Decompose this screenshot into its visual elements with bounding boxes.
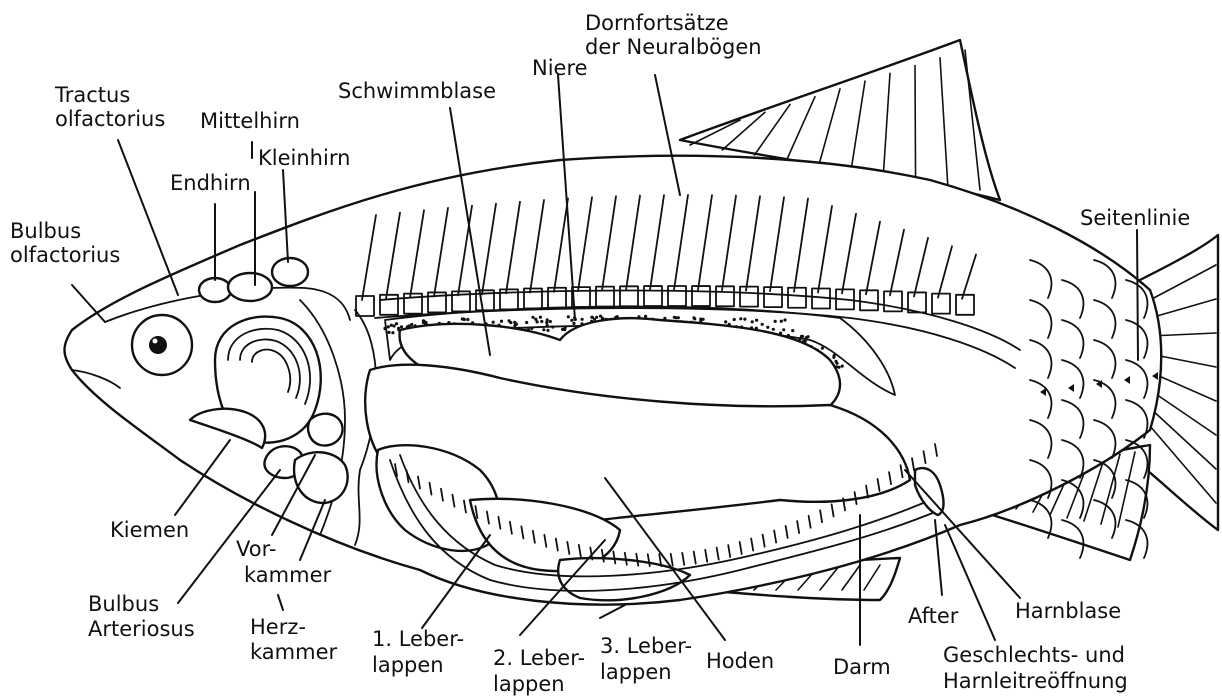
label-leber-2: 2. Leber-lappen <box>493 646 585 696</box>
kidney-dot <box>410 323 413 326</box>
kidney-dot <box>391 331 394 334</box>
kidney-dot <box>422 321 425 324</box>
kidney-dot <box>724 320 727 323</box>
kidney-dot <box>546 318 549 321</box>
label-kiemen: Kiemen <box>110 518 189 542</box>
kidney-dot <box>761 323 764 326</box>
label-niere: Niere <box>532 56 588 80</box>
label-harnblase: Harnblase <box>1015 599 1121 623</box>
kidney-dot <box>390 324 393 327</box>
kidney-dot <box>755 319 758 322</box>
kidney-dot <box>549 320 552 323</box>
kidney-dot <box>801 335 804 338</box>
kidney-dot <box>513 321 516 324</box>
label-leber-3: 3. Leber-lappen <box>600 634 692 684</box>
kidney-dot <box>462 317 465 320</box>
kidney-dot <box>835 362 838 365</box>
kidney-dot <box>837 366 840 369</box>
kidney-dot <box>567 315 570 318</box>
kidney-dot <box>525 321 528 324</box>
kidney-dot <box>673 316 676 319</box>
kidney-dot <box>821 347 824 350</box>
kidney-dot <box>546 324 549 327</box>
label-hoden: Hoden <box>706 649 774 673</box>
dorsal-fin-ray <box>915 66 916 180</box>
kidney-dot <box>540 320 543 323</box>
kidney-dot <box>564 326 567 329</box>
kidney-dot <box>387 325 390 328</box>
label-leber-1: 1. Leber-lappen <box>372 627 464 677</box>
label-vorkammer: Vor-kammer <box>236 537 331 587</box>
kidney-dot <box>561 328 564 331</box>
kidney-dot <box>599 315 602 318</box>
kidney-dot <box>509 321 512 324</box>
kidney-dot <box>739 317 742 320</box>
kidney-dot <box>500 320 503 323</box>
label-after: After <box>908 604 959 628</box>
label-tractus: Tractusolfactorius <box>54 83 165 131</box>
label-mittelhirn: Mittelhirn <box>200 109 300 133</box>
kidney-dot <box>513 324 516 327</box>
kidney-dot <box>733 318 736 321</box>
label-schwimmblase: Schwimmblase <box>338 79 496 103</box>
kidney-dot <box>534 318 537 321</box>
kidney-dot <box>572 322 575 325</box>
label-darm: Darm <box>833 655 891 679</box>
kidney-dot <box>807 335 810 338</box>
kidney-dot <box>539 316 542 319</box>
kidney-dot <box>772 328 775 331</box>
label-herzkammer: Herz-kammer <box>250 615 337 664</box>
label-seitenlinie: Seitenlinie <box>1080 206 1190 230</box>
eye <box>132 315 192 375</box>
kidney-dot <box>383 327 386 330</box>
kidney-dot <box>531 316 534 319</box>
kidney-dot <box>581 318 584 321</box>
kidney-dot <box>832 356 835 359</box>
kidney-dot <box>546 329 549 332</box>
kidney-dot <box>693 317 696 320</box>
label-kleinhirn: Kleinhirn <box>258 146 350 170</box>
kidney-dot <box>466 318 469 321</box>
kidney-dot <box>542 328 545 331</box>
kidney-dot <box>591 316 594 319</box>
kidney-dot <box>743 318 746 321</box>
kidney-dot <box>570 319 573 322</box>
kidney-dot <box>395 322 398 325</box>
kidney-dot <box>780 320 783 323</box>
kidney-dot <box>387 331 390 334</box>
kidney-dot <box>791 329 794 332</box>
kidney-dot <box>774 320 777 323</box>
kidney-dot <box>782 328 785 331</box>
kidney-dot <box>393 324 396 327</box>
label-endhirn: Endhirn <box>170 171 251 195</box>
kidney-dot <box>530 327 533 330</box>
label-bulbus-arteriosus: BulbusArteriosus <box>88 592 195 641</box>
kidney-dot <box>702 318 705 321</box>
kidney-dot <box>551 325 554 328</box>
kidney-dot <box>841 365 844 368</box>
kidney-dot <box>766 326 769 329</box>
kidney-dot <box>783 318 786 321</box>
kidney-dot <box>492 321 495 324</box>
kidney-dot <box>400 325 403 328</box>
kidney-dot <box>595 316 598 319</box>
kidney-dot <box>751 320 754 323</box>
